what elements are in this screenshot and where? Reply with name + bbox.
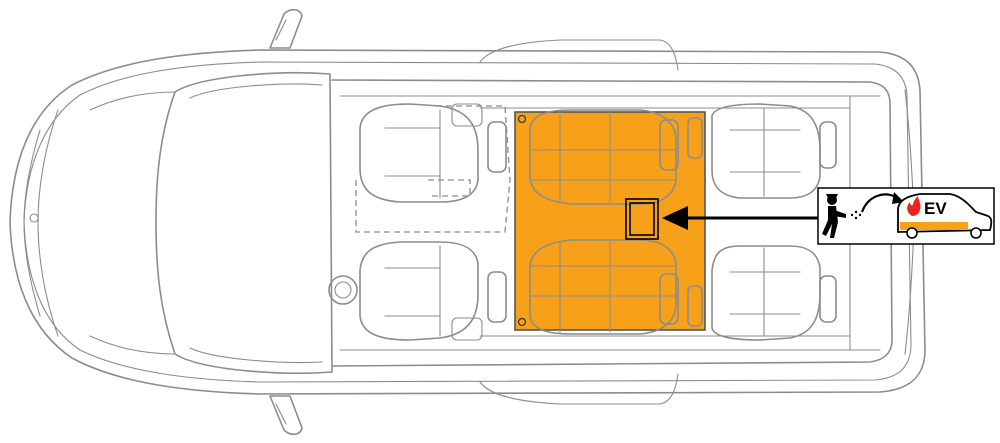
battery-mount-point [517,114,527,124]
hv-battery-icon [514,109,706,335]
ev-info-box: EV [817,187,995,245]
vehicle-outline [9,8,926,436]
battery-access-hatch [625,198,659,240]
fire-icon [907,196,921,216]
battery-mount-point [517,317,527,327]
ev-car-icon: EV [897,193,993,239]
ev-label: EV [924,199,947,218]
battery-seat-overlay [529,109,703,335]
firefighter-extinguisher-icon [822,194,862,238]
arrow-left-icon [662,206,820,230]
